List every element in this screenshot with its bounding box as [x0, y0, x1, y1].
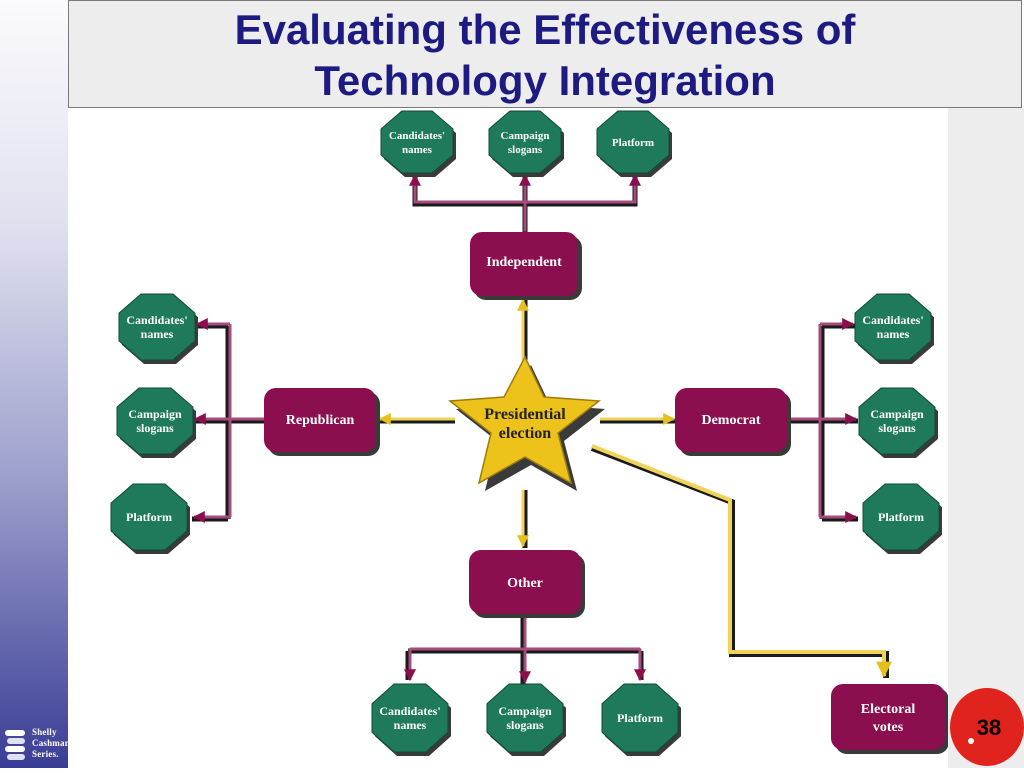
shelly-cashman-logo: Shelly Cashman Series.	[2, 724, 70, 768]
topic-label: Candidates'	[862, 313, 923, 327]
page-number: 38	[976, 715, 1002, 740]
republican-connectors	[190, 318, 265, 523]
title-band	[68, 0, 1022, 108]
democrat-platform-octagon: Platform	[862, 483, 942, 554]
logo-text: Shelly Cashman Series.	[32, 727, 70, 759]
democrat-connectors	[786, 318, 858, 523]
other-names-octagon: Candidates'names	[371, 683, 451, 756]
center-label-line2: election	[499, 425, 552, 442]
topic-label: Candidates'	[389, 130, 445, 142]
independent-slogans-octagon: Campaign slogans	[488, 110, 564, 177]
topic-label: Platform	[878, 510, 924, 524]
independent-box: Independent	[470, 232, 582, 300]
title-line-2: Technology Integration	[314, 57, 776, 104]
topic-octagons: Candidates'namesCampaignslogansPlatformC…	[110, 110, 942, 756]
topic-label: slogans	[136, 421, 174, 435]
democrat-label: Democrat	[701, 413, 760, 428]
title-line-1: Evaluating the Effectiveness of	[234, 6, 856, 53]
independent-names-octagon: Candidates' names	[380, 110, 456, 177]
topic-label: Campaign	[870, 407, 924, 421]
other-platform-octagon: Platform	[601, 683, 681, 756]
topic-label: names	[394, 718, 427, 732]
republican-platform-octagon: Platform	[110, 483, 190, 554]
independent-label: Independent	[486, 255, 562, 270]
topic-label: Platform	[126, 510, 172, 524]
topic-label: names	[877, 327, 910, 341]
book-stack-icon	[5, 730, 25, 760]
topic-label: Candidates'	[379, 704, 440, 718]
topic-label: Candidates'	[126, 313, 187, 327]
democrat-box: Democrat	[675, 388, 791, 456]
republican-names-octagon: Candidates'names	[118, 293, 198, 364]
electoral-line1: Electoral	[861, 702, 916, 717]
topic-label: Campaign	[501, 130, 550, 142]
other-connectors	[404, 616, 646, 684]
topic-label: slogans	[878, 421, 916, 435]
electoral-votes-box: Electoral votes	[831, 684, 949, 754]
independent-connectors	[409, 175, 635, 235]
republican-box: Republican	[264, 388, 380, 456]
center-connectors	[378, 298, 892, 678]
topic-label: Platform	[617, 711, 663, 725]
other-label: Other	[507, 576, 543, 591]
right-margin	[948, 108, 1024, 768]
republican-label: Republican	[286, 413, 355, 428]
independent-platform-octagon: Platform	[596, 110, 672, 177]
left-sidebar	[0, 0, 68, 768]
center-label-line1: Presidential	[484, 406, 566, 423]
democrat-names-octagon: Candidates'names	[854, 293, 934, 364]
page-number-badge: 38	[950, 688, 1024, 766]
topic-label: slogans	[508, 144, 543, 156]
topic-label: Campaign	[128, 407, 182, 421]
other-box: Other	[469, 550, 585, 618]
topic-label: names	[141, 327, 174, 341]
topic-label: Platform	[612, 137, 654, 149]
presidential-election-star: Presidential election	[448, 355, 605, 491]
topic-label: slogans	[506, 718, 544, 732]
bullet-dot	[968, 738, 974, 744]
slide-title: Evaluating the Effectiveness of Technolo…	[68, 4, 1022, 106]
topic-label: names	[402, 144, 433, 156]
electoral-line2: votes	[873, 720, 904, 735]
election-diagram: Presidential election Independent Republ…	[110, 108, 949, 768]
topic-label: Campaign	[498, 704, 552, 718]
